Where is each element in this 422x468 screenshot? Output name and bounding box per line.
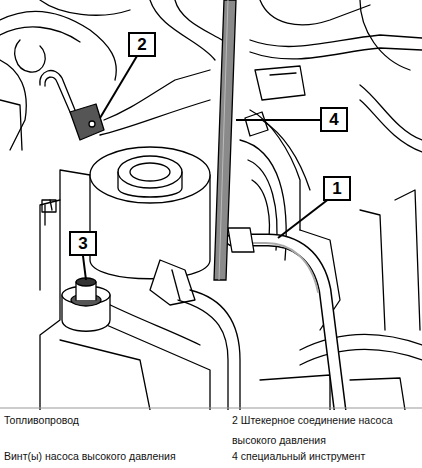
- caption-text: 4 специальный инструмент: [232, 446, 418, 466]
- callout-box: 4: [320, 107, 348, 132]
- callout-number: 4: [329, 111, 338, 128]
- caption-text: 2 Штекерное соединение насоса высокого д…: [232, 410, 418, 450]
- separator-line: [0, 408, 422, 409]
- leader-line: [236, 119, 320, 121]
- caption-text: Винт(ы) насоса высокого давления: [4, 446, 219, 466]
- caption-text: Топливопровод: [4, 410, 219, 430]
- callout-number: 2: [137, 36, 146, 53]
- engine-illustration: [0, 0, 422, 410]
- callout-number: 3: [78, 235, 87, 252]
- leader-line: [100, 56, 137, 118]
- callout-box: 3: [69, 231, 97, 256]
- callout-box: 1: [323, 176, 351, 201]
- callout-box: 2: [128, 32, 156, 57]
- leader-line: [83, 256, 86, 280]
- leader-line: [278, 198, 330, 238]
- callout-number: 1: [332, 180, 341, 197]
